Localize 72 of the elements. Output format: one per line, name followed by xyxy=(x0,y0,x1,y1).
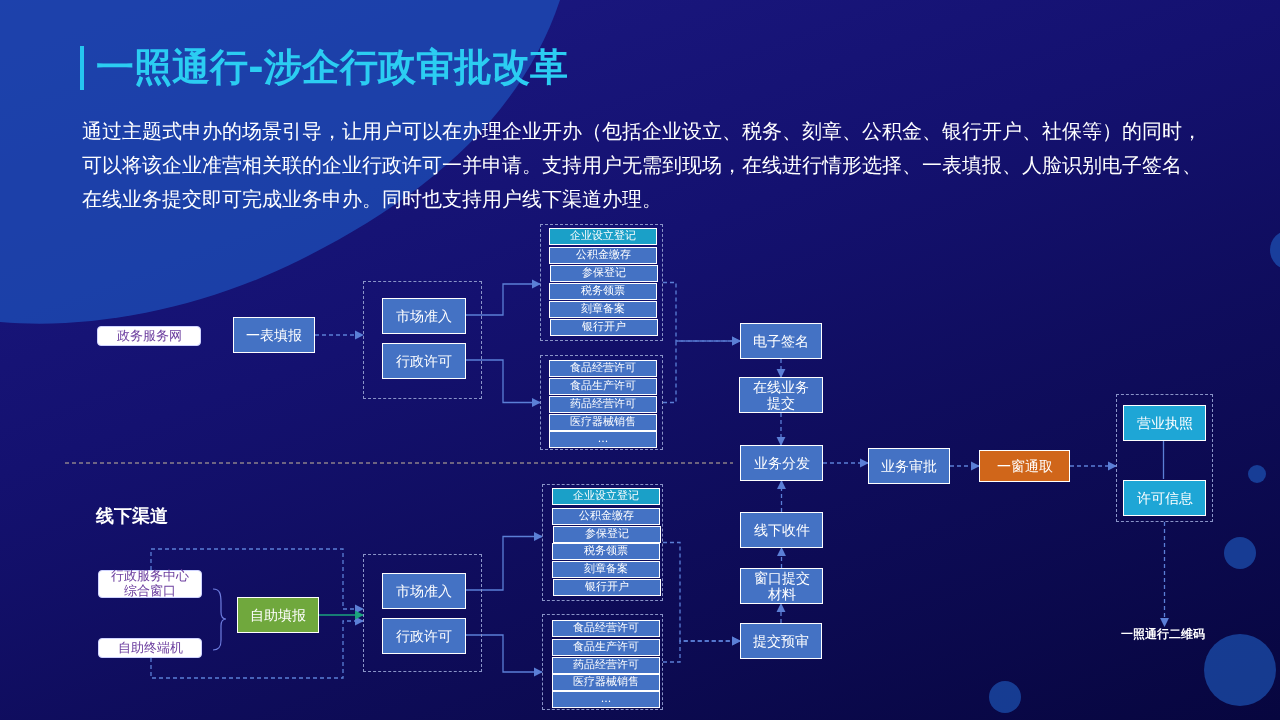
arrow xyxy=(662,636,741,663)
dashed-group-box xyxy=(1116,394,1213,522)
description-paragraph: 通过主题式申办的场景引导，让用户可以在办理企业开办（包括企业设立、税务、刻章、公积金、银行开户、社保等）的同时，可以将该企业准营相关联的企业行政许可一并申请。支持用户无需到现场，在线进行情形选择、一表填报、人脸识别电子签名、在线业务提交即可完成业务申办。同时也支持用户线下渠道办理。 xyxy=(82,118,1203,213)
caption-text: 一照通行二维码 xyxy=(1104,626,1222,644)
dashed-group-box xyxy=(542,484,663,601)
process-box: 市场准入 xyxy=(382,573,466,609)
arrow xyxy=(318,610,364,620)
process-box: 提交预审 xyxy=(740,623,822,659)
list-item: 企业设立登记 xyxy=(552,488,660,505)
process-box: 行政许可 xyxy=(382,618,466,654)
process-box: 业务分发 xyxy=(740,445,823,481)
process-box: 行政许可 xyxy=(382,343,466,379)
channel-label: 行政服务中心综合窗口 xyxy=(98,570,202,598)
process-box: 在线业务提交 xyxy=(739,377,823,413)
title: 一照通行-涉企行政审批改革 xyxy=(96,44,568,91)
arrow xyxy=(776,480,787,513)
arrow xyxy=(949,461,980,471)
list-item: 公积金缴存 xyxy=(552,508,660,525)
list-item: 税务领票 xyxy=(549,283,657,300)
arrow xyxy=(1069,461,1117,471)
list-item: 食品经营许可 xyxy=(549,360,657,377)
arrow xyxy=(464,359,541,408)
dashed-group-box xyxy=(363,281,482,399)
dashed-group-box xyxy=(540,224,663,341)
process-box: 一表填报 xyxy=(233,317,315,353)
list-item: 银行开户 xyxy=(553,579,661,596)
process-box: 市场准入 xyxy=(382,298,466,334)
list-item: 企业设立登记 xyxy=(549,228,657,245)
arrow xyxy=(822,458,869,468)
list-item: 税务领票 xyxy=(552,543,660,560)
result-box: 许可信息 xyxy=(1123,480,1206,516)
list-item: ... xyxy=(552,691,660,708)
arrow xyxy=(662,336,741,404)
list-item: 食品生产许可 xyxy=(549,378,657,395)
list-item: 公积金缴存 xyxy=(549,247,657,264)
process-box: 业务审批 xyxy=(868,448,950,484)
connector-line xyxy=(1162,439,1165,480)
dashed-group-box xyxy=(540,355,663,450)
list-item: 食品生产许可 xyxy=(552,639,660,656)
process-box: 窗口提交材料 xyxy=(740,568,823,604)
section-heading: 线下渠道 xyxy=(96,504,168,528)
channel-label: 自助终端机 xyxy=(98,638,202,658)
dashed-group-box xyxy=(542,614,663,710)
list-item: 参保登记 xyxy=(553,526,661,543)
result-box: 营业执照 xyxy=(1123,405,1206,441)
arrow xyxy=(150,548,364,614)
arrow xyxy=(464,531,543,591)
arrow xyxy=(776,412,786,446)
list-item: 刻章备案 xyxy=(549,301,657,318)
list-item: 药品经营许可 xyxy=(549,396,657,413)
list-item: 药品经营许可 xyxy=(552,657,660,674)
arrow xyxy=(776,603,786,624)
arrow xyxy=(1159,521,1170,627)
list-item: 医疗器械销售 xyxy=(552,674,660,691)
list-item: ... xyxy=(549,431,657,448)
list-item: 食品经营许可 xyxy=(552,620,660,637)
list-item: 医疗器械销售 xyxy=(549,414,657,431)
process-box: 自助填报 xyxy=(237,597,319,633)
list-item: 参保登记 xyxy=(550,265,658,282)
channel-label: 政务服务网 xyxy=(97,326,201,346)
arrow xyxy=(776,547,787,569)
arrow xyxy=(776,358,786,378)
arrow xyxy=(150,616,364,679)
list-item: 银行开户 xyxy=(550,319,658,336)
arrow xyxy=(464,279,541,316)
process-box: 电子签名 xyxy=(740,323,822,359)
arrow xyxy=(464,634,543,677)
process-box: 一窗通取 xyxy=(979,450,1070,482)
process-box: 线下收件 xyxy=(740,512,823,548)
dashed-group-box xyxy=(363,554,482,672)
list-item: 刻章备案 xyxy=(552,561,660,578)
arrow xyxy=(314,330,364,340)
